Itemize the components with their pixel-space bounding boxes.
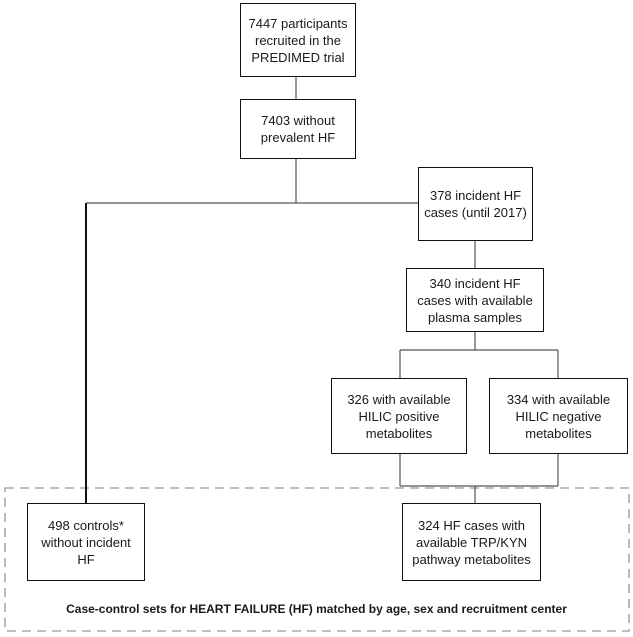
case-control-caption: Case-control sets for HEART FAILURE (HF)… xyxy=(66,602,567,616)
plasma-samples-label: 340 incident HF cases with available pla… xyxy=(417,275,533,325)
incident-cases-box: 378 incident HF cases (until 2017) xyxy=(418,167,533,241)
hilic-positive-label: 326 with available HILIC positive metabo… xyxy=(347,391,451,441)
controls-label: 498 controls* without incident HF xyxy=(41,517,131,567)
hf-cases-label: 324 HF cases with available TRP/KYN path… xyxy=(412,517,531,567)
plasma-samples-box: 340 incident HF cases with available pla… xyxy=(406,268,544,332)
without-prevalent-box: 7403 without prevalent HF xyxy=(240,99,356,159)
recruited-box: 7447 participants recruited in the PREDI… xyxy=(240,3,356,77)
hilic-positive-box: 326 with available HILIC positive metabo… xyxy=(331,378,467,454)
hf-cases-box: 324 HF cases with available TRP/KYN path… xyxy=(402,503,541,581)
incident-cases-label: 378 incident HF cases (until 2017) xyxy=(424,188,527,220)
without-prevalent-label: 7403 without prevalent HF xyxy=(260,113,336,145)
controls-box: 498 controls* without incident HF xyxy=(27,503,145,581)
case-control-group-border xyxy=(4,487,630,632)
hilic-negative-label: 334 with available HILIC negative metabo… xyxy=(506,391,611,441)
hilic-negative-box: 334 with available HILIC negative metabo… xyxy=(489,378,628,454)
recruited-label: 7447 participants recruited in the PREDI… xyxy=(248,15,348,65)
